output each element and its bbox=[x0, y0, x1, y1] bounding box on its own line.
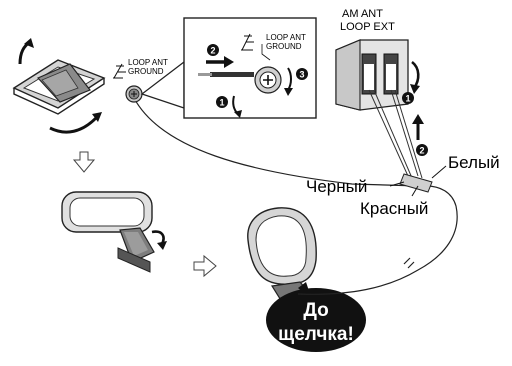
wire-labels: Белый Черный Красный bbox=[306, 153, 500, 218]
bubble-line-2: щелчка! bbox=[278, 324, 354, 345]
ground-terminal-left: LOOP ANT GROUND bbox=[113, 58, 168, 103]
loop-antenna-with-base bbox=[61, 191, 167, 273]
wire-leads bbox=[368, 89, 433, 193]
antenna-cable bbox=[297, 185, 458, 295]
black-wire-label: Черный bbox=[306, 177, 367, 196]
step-1-badge-right: 1 bbox=[405, 94, 410, 104]
hollow-down-arrow-icon bbox=[72, 151, 96, 173]
loop-ant-label-left: LOOP ANT bbox=[128, 58, 168, 67]
antenna-wire bbox=[133, 97, 421, 187]
rotate-arrow-icon bbox=[49, 116, 98, 134]
step-2-badge-right: 2 bbox=[419, 146, 424, 156]
loop-ext-label: LOOP EXT bbox=[340, 21, 395, 33]
bubble-line-1: До bbox=[303, 300, 328, 321]
step-1-badge: 1 bbox=[219, 98, 224, 108]
white-wire-label: Белый bbox=[448, 153, 500, 172]
push-arrow-icon bbox=[412, 114, 424, 124]
ground-label-left: GROUND bbox=[128, 67, 164, 76]
am-ant-label: AM ANT bbox=[342, 8, 383, 20]
am-ant-terminal-block: AM ANT LOOP EXT 1 2 bbox=[335, 8, 428, 156]
click-bubble: До щелчка! bbox=[266, 282, 366, 352]
red-wire-label: Красный bbox=[360, 199, 428, 218]
ground-symbol-icon bbox=[241, 33, 254, 51]
rotate-arrow-icon bbox=[411, 60, 420, 89]
ground-symbol-icon bbox=[113, 63, 126, 79]
step-2-badge: 2 bbox=[210, 46, 215, 56]
hollow-right-arrow-icon bbox=[193, 254, 217, 278]
loop-ant-label-zoom: LOOP ANT bbox=[266, 33, 306, 42]
ground-label-zoom: GROUND bbox=[266, 42, 302, 51]
push-arrow-icon bbox=[224, 56, 234, 68]
step-3-badge: 3 bbox=[299, 70, 304, 80]
loop-antenna-unfold bbox=[12, 38, 106, 134]
ground-zoom-callout: LOOP ANT GROUND 2 1 3 bbox=[140, 17, 317, 119]
